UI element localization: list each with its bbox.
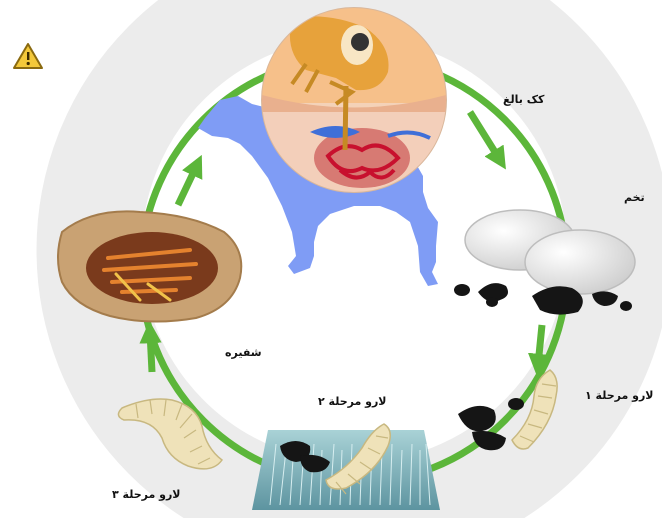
label-larva-2: لارو مرحلة ۲ [318,395,386,408]
label-pupa: شفیره [225,346,262,359]
arrow-egg-to-larva1 [538,325,542,365]
label-adult-flea: کک بالغ [503,93,544,106]
arrow-adult-to-egg [470,112,500,160]
arrow-larva3-to-pupa [150,332,152,372]
flea-on-skin [262,8,446,192]
arrow-pupa-to-adult [178,165,197,205]
carpet-fibers [252,424,440,510]
cocoon [58,211,241,321]
label-larva-3: لارو مرحلة ۳ [112,488,180,501]
label-egg: تخم [624,191,645,204]
warning-icon [14,44,42,68]
label-larva-1: لارو مرحلة ۱ [585,389,653,402]
